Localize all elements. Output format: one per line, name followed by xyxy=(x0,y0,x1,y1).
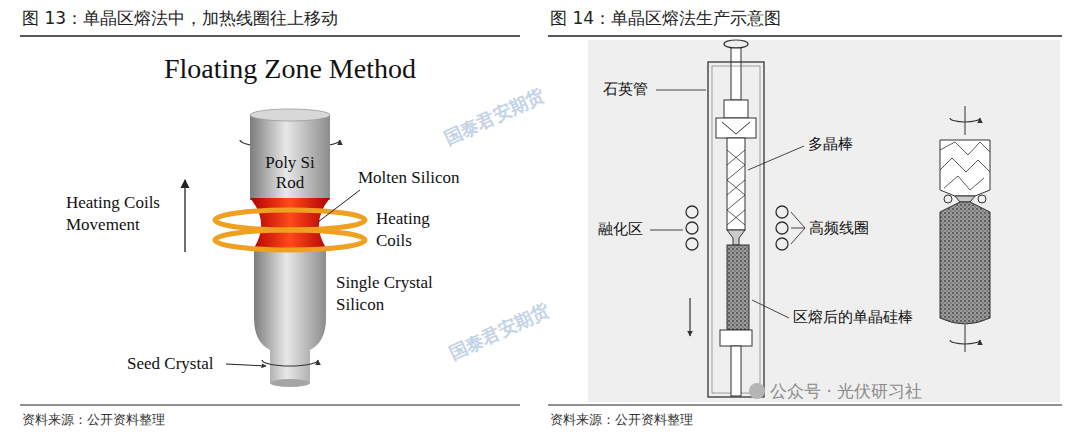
figure-panel: 图 14：单晶区熔法生产示意图资料来源：公开资料整理 xyxy=(548,0,1062,437)
part-label: Single Crystal Silicon xyxy=(336,272,461,316)
source-note: 资料来源：公开资料整理 xyxy=(22,411,165,429)
part-label: Heating Coils Movement xyxy=(66,192,178,236)
part-label: 融化区 xyxy=(598,220,643,239)
poly-si-rod: Poly Si Rod xyxy=(250,148,330,198)
source-note: 资料来源：公开资料整理 xyxy=(550,411,693,429)
part-label: Molten Silicon xyxy=(358,168,460,188)
part-label: Seed Crystal xyxy=(127,354,213,374)
part-label: 高频线圈 xyxy=(809,219,869,238)
part-label: Heating Coils xyxy=(376,208,436,252)
watermark: 公众号 · 光伏研习社 xyxy=(770,380,922,403)
watermark: 国泰君安期货 xyxy=(445,298,553,365)
figure-heading: 图 14：单晶区熔法生产示意图 xyxy=(550,7,781,30)
part-label: 多晶棒 xyxy=(808,135,853,154)
part-label: Poly Si Rod xyxy=(250,148,330,198)
part-label: 石英管 xyxy=(603,80,648,99)
diagram-title: Floating Zone Method xyxy=(140,53,440,85)
part-label: 区熔后的单晶硅棒 xyxy=(793,308,913,327)
watermark: 国泰君安期货 xyxy=(440,83,548,150)
figure-heading: 图 13：单晶区熔法中，加热线圈往上移动 xyxy=(22,7,338,30)
